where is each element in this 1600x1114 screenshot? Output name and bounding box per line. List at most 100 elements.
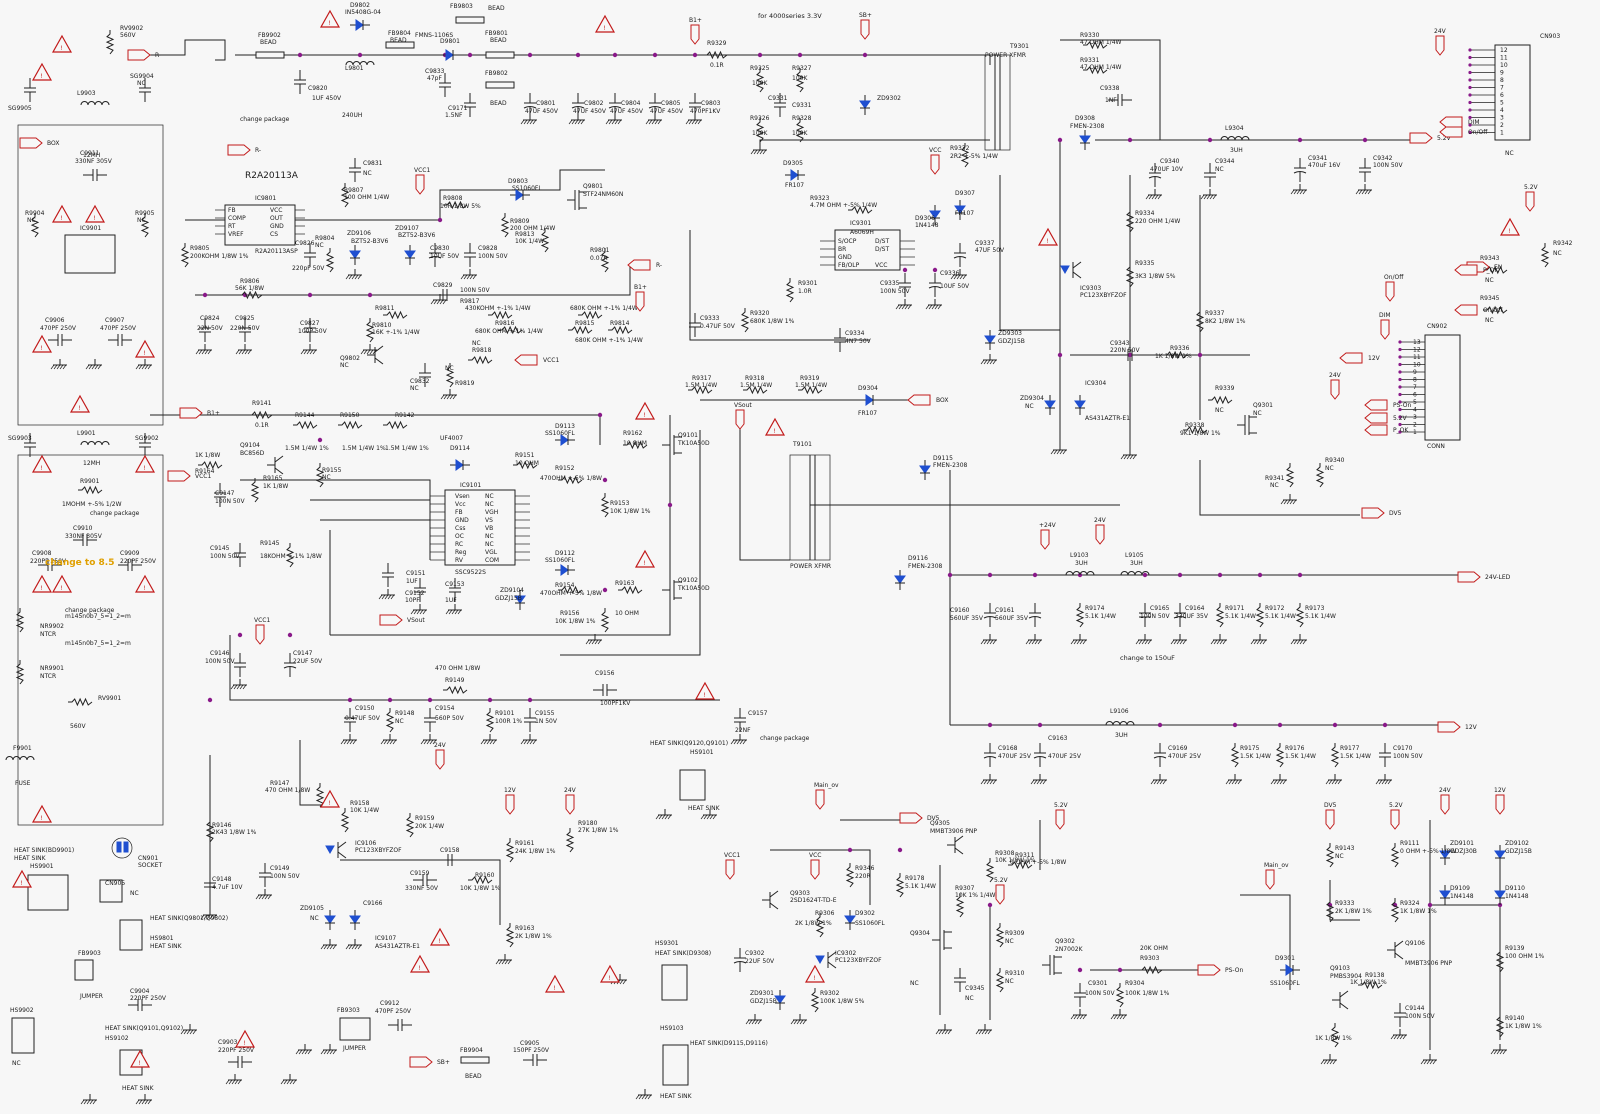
cn903-connector[interactable]: CN903 NC: [1494, 33, 1560, 157]
vsout-flag-text: VSout: [407, 617, 425, 624]
c9169-cap-label: 470UF 25V: [1168, 753, 1202, 760]
dim2-flag: DIM: [1439, 116, 1480, 128]
cn905-connector[interactable]: CN905 NC: [99, 879, 139, 903]
r-minus-flag-1-text: R-: [155, 52, 161, 59]
t9301-label: T9301: [1009, 43, 1029, 50]
b1plus-flag-1: B1+: [179, 407, 220, 419]
r9152-resistor-label: R9152: [555, 465, 575, 472]
cn902-connector[interactable]: CN902 CONN: [1424, 323, 1461, 450]
ic9302-opto-label: IC9302: [835, 950, 856, 957]
vcc1-flag-3-text: VCC1: [414, 167, 430, 174]
r9149-resistor-label: R9149: [445, 677, 465, 684]
r9139-resistor-label: 100 OHM 1%: [1505, 953, 1544, 960]
hs9902-nc-label: NC: [12, 1060, 21, 1067]
c9832-cap: [419, 363, 431, 387]
r9161-resistor: [505, 838, 515, 863]
led-flag: 24V-LED: [1457, 571, 1511, 583]
r9180-resistor-label: R9180: [578, 820, 598, 827]
r9813-resistor-label: R9813: [515, 231, 535, 238]
hs-bd-label: HEAT SINK(BD9901): [14, 847, 74, 854]
q9104-transistor-label: Q9104: [240, 442, 260, 449]
zd9304-zener: [1044, 395, 1056, 415]
r9165-resistor: [250, 478, 260, 503]
ic9101-pin-left: Reg: [455, 549, 467, 556]
ground-symbol: [440, 389, 457, 400]
r9816-resistor-label: 680K OHM +-1% 1/4W: [475, 328, 543, 335]
junction-dot: [1277, 722, 1283, 728]
f9901-fuse-label: F9901: [13, 745, 32, 752]
ground-symbol: [1290, 634, 1307, 645]
r9808-resistor-label: 10R 1/8W 5%: [440, 203, 481, 210]
r9328-resistor-label: 100K: [792, 130, 808, 137]
c9343-cap-label: C9343: [1110, 340, 1130, 347]
r9341-resistor-label: R9341: [1265, 475, 1285, 482]
jumper-fb9903: FB9903 JUMPER: [74, 950, 103, 1000]
r9150-resistor-label: 1.5M 1/4W 1%: [342, 445, 386, 452]
d9114-diode-label: UF4007: [440, 435, 463, 442]
c9830-cap-label: 10UF 50V: [430, 253, 460, 260]
rv9902-varistor-label: RV9902: [120, 25, 143, 32]
c9908-cap: [38, 559, 62, 571]
ic9301-pin-left: S/OCP: [838, 238, 857, 245]
c9907-cap-label: C9907: [105, 317, 125, 324]
en-flag-text: EN: [1494, 264, 1502, 271]
v52-flag-r-text: 5.2V: [1524, 184, 1539, 191]
c9345-cap-label: C9345: [965, 985, 985, 992]
ground-symbol: [320, 939, 337, 950]
ground-symbol: [700, 809, 717, 820]
v24b-flag-fb: 24V: [564, 787, 577, 815]
r9341-resistor: [1285, 463, 1295, 488]
c9910-cap: [73, 534, 97, 546]
q9801-mosfet-label: STF24NM60N: [583, 191, 623, 198]
junction-dot: [692, 52, 698, 58]
ground-symbol: [1150, 774, 1167, 785]
ground-symbol: [1225, 774, 1242, 785]
c9831-cap: [349, 158, 361, 182]
r9142-resistor-label: R9142: [395, 412, 415, 419]
ic9101-pin-right: VS: [485, 517, 493, 524]
v52-flag-cn-text: 5.2V: [1393, 415, 1408, 422]
d9306-diode-label: D9306: [915, 215, 935, 222]
c9336-cap: [928, 273, 942, 297]
main-ov-flag: Main_ov: [814, 782, 839, 810]
zd9102-zener-label: GDZJ15B: [1505, 848, 1532, 855]
r9814-resistor-label: 680K OHM +-1% 1/4W: [575, 337, 643, 344]
r9153-resistor-label: 10K 1/8W 1%: [610, 508, 651, 515]
c9334-cap: [834, 328, 846, 352]
r9326-resistor-label: 100K: [752, 130, 768, 137]
r9309-resistor-label: R9309: [1005, 930, 1025, 937]
ground-symbol: [980, 354, 997, 365]
dv5-flag-ovp: DV5: [1324, 802, 1337, 830]
c9906-cap-label: 470PF 250V: [40, 325, 77, 332]
warning-triangle-icon: !: [51, 204, 73, 223]
junction-dot: [602, 587, 608, 593]
ntc-note-1: m145n0b7_5=1_2=m: [65, 613, 131, 620]
c9156-cap-label: 100PF1KV: [600, 700, 631, 707]
cn901-socket[interactable]: CN901 SOCKET: [111, 837, 162, 869]
c9163-cap-label: C9163: [1048, 735, 1068, 742]
q9802-transistor: [367, 345, 384, 365]
zd9301-zener-label: ZD9301: [750, 990, 774, 997]
hs9101-heatsink: HEAT SINK(Q9120,Q9101) HS9101 HEAT SINK: [650, 740, 728, 812]
c9159-cap: [413, 874, 437, 886]
c9160-cap-label: C9160: [950, 607, 970, 614]
r9343-resistor: [1483, 265, 1508, 275]
junction-dot: [1362, 137, 1368, 143]
cn902-pin: 5: [1413, 399, 1417, 406]
c9338-cap-label: 1NF: [1105, 97, 1117, 104]
warning-triangle-icon: !: [31, 574, 53, 593]
junction-dot: [387, 697, 393, 703]
ground-symbol: [925, 299, 942, 310]
junction-dot: [1257, 572, 1263, 578]
r9161-resistor-label: R9161: [515, 840, 535, 847]
r9140-resistor-label: 1K 1/8W 1%: [1505, 1023, 1542, 1030]
c9147-cap-label: C9147: [215, 490, 235, 497]
part-number-label: R2A20113A: [245, 171, 299, 181]
r9328-resistor-label: R9328: [792, 115, 812, 122]
r9111-resistor-label: R9111: [1400, 840, 1420, 847]
r9172-resistor-label: 5.1K 1/4W: [1265, 613, 1296, 620]
ground-symbol: [645, 114, 662, 125]
r9304-resistor-label: 100K 1/8W 1%: [1125, 990, 1170, 997]
r9805-resistor: [180, 243, 190, 268]
